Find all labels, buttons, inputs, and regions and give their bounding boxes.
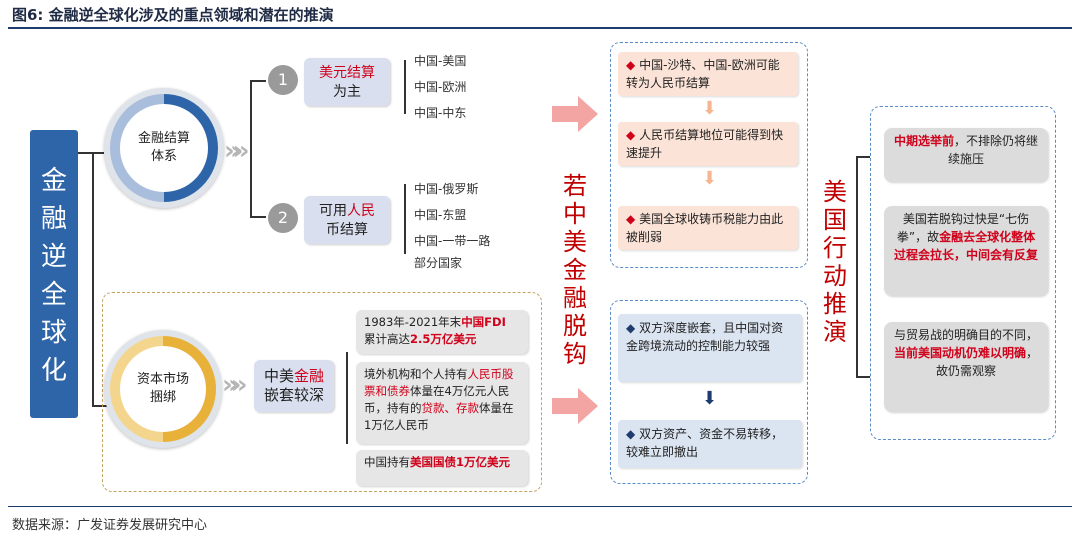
foreign-holdings-box: 境外机构和个人持有人民币股票和债券体量在4万亿元人民币，持有的贷款、存款体量在1… [356,362,528,444]
number-badge-1: 1 [268,65,298,95]
capital-circle-text: 资本市场捆绑 [136,372,189,405]
source-note: 数据来源：广发证券发展研究中心 [12,518,208,533]
settlement-bracket-top [250,80,266,82]
settlement-bracket [250,80,252,218]
middle-title: 若中美金融脱钩 [562,172,590,368]
main-label: 金融逆全球化 [41,166,68,386]
capital-circle-label: 资本市场捆绑 [120,346,206,432]
arrow-right-icon [552,388,598,424]
settlement-circle-text: 金融结算体系 [137,131,190,164]
middle-title-text: 若中美金融脱钩 [563,172,587,368]
diamond-icon: ◆ [626,58,636,72]
right-box-motive-red: 当前美国动机仍难以明确 [893,346,1026,360]
number-badge-2: 2 [268,203,298,233]
foreign-holdings-c: 体量在4万亿元人民币，持有的 [364,384,510,415]
fdi-text-b: 中国FDI [461,315,506,329]
capital-sub-bracket [346,352,348,444]
top-rule [8,27,1072,29]
middle-lower-text-1: 双方资产、资金不易转移，较难立即撤出 [626,427,784,459]
middle-upper-text-1: 人民币结算地位可能得到快速提升 [626,128,784,160]
settlement-bracket-bottom [250,216,266,218]
middle-upper-region [610,42,808,268]
foreign-holdings-d: 贷款、存款 [421,401,480,415]
arrow-down-icon: ⬇ [702,168,718,189]
settlement-item-rmb: 可用人民 币结算 [304,196,390,244]
right-bracket-bottom [856,376,870,378]
usd-sub-bracket [404,60,406,114]
diamond-icon: ◆ [626,128,636,142]
middle-upper-box-1: ◆ 人民币结算地位可能得到快速提升 [618,122,798,166]
usd-sub-1: 中国-欧洲 [414,80,467,94]
main-bracket-vertical [92,152,94,406]
arrow-down-icon: ⬇ [702,98,718,119]
arrow-down-icon: ⬇ [702,388,718,409]
rmb-sub-1: 中国-东盟 [414,208,467,222]
right-box-midterm: 中期选举前，不排除仍将继续施压 [884,128,1048,182]
middle-upper-text-2: 美国全球收铸币税能力由此被削弱 [626,212,784,244]
right-region [870,106,1056,440]
chevron-icon: »» [224,136,249,166]
settlement-item-usd: 美元结算 为主 [304,58,390,106]
settlement-item-usd-post: 为主 [333,84,361,100]
diamond-icon: ◆ [626,321,636,335]
rmb-sub-0: 中国-俄罗斯 [414,182,479,196]
fdi-text-c: 累计高达 [364,332,410,346]
settlement-item-rmb-pre: 可用 [319,203,347,219]
main-bracket-top [78,152,104,154]
middle-upper-box-2: ◆ 美国全球收铸币税能力由此被削弱 [618,206,798,250]
settlement-circle-label: 金融结算体系 [120,104,208,192]
capital-market-region [102,292,542,492]
settlement-item-usd-red: 美元结算 [319,65,375,81]
middle-upper-box-0: ◆ 中国-沙特、中国-欧洲可能转为人民币结算 [618,52,798,96]
fdi-text-a: 1983年-2021年末 [364,315,462,329]
main-label-bar: 金融逆全球化 [30,130,78,418]
treasury-box: 中国持有美国国债1万亿美元 [356,450,528,486]
settlement-item-rmb-red: 人民 [347,203,375,219]
right-box-midterm-red: 中期选举前 [893,134,954,148]
capital-nesting-pill: 中美金融 嵌套较深 [254,360,334,412]
right-title-text: 美国行动推演 [823,178,847,346]
middle-upper-text-0: 中国-沙特、中国-欧洲可能转为人民币结算 [626,58,780,90]
middle-lower-box-0: ◆ 双方深度嵌套，且中国对资金跨境流动的控制能力较强 [618,314,802,382]
capital-pill-pre: 中美 [263,367,294,385]
middle-lower-text-0: 双方深度嵌套，且中国对资金跨境流动的控制能力较强 [626,321,784,353]
diamond-icon: ◆ [626,427,636,441]
capital-pill-post: 嵌套较深 [263,386,324,404]
arrow-right-icon [552,96,598,132]
foreign-holdings-e: 体量在1万亿人民币 [364,401,514,432]
right-box-motive-post: ，故仍需观察 [935,346,1039,378]
treasury-a: 中国持有 [364,455,410,469]
right-box-motive: 与贸易战的明确目的不同， 当前美国动机仍难以明确，故仍需观察 [884,322,1048,412]
usd-sub-0: 中国-美国 [414,54,467,68]
foreign-holdings-a: 境外机构和个人持有 [364,367,468,381]
diamond-icon: ◆ [626,212,636,226]
figure-title: 图6: 金融逆全球化涉及的重点领域和潜在的推演 [12,6,334,24]
fdi-text-d: 2.5万亿美元 [410,332,477,346]
right-box-seven-red: 金融去全球化整体过程会拉长，中间会有反复 [893,230,1038,262]
chevron-icon: »» [222,370,247,400]
treasury-b: 美国国债1万亿美元 [410,455,511,469]
right-box-seven-injuries: 美国若脱钩过快是“七伤拳”，故金融去全球化整体过程会拉长，中间会有反复 [884,206,1048,296]
right-title: 美国行动推演 [822,178,850,346]
capital-pill-red: 金融 [294,367,325,385]
rmb-sub-2: 中国-一带一路 [414,234,491,248]
foreign-holdings-b: 人民币股票和债券 [364,367,514,398]
fdi-box: 1983年-2021年末中国FDI 累计高达2.5万亿美元 [356,310,528,354]
right-box-midterm-rest: ，不排除仍将继续施压 [947,134,1039,166]
right-bracket [856,156,858,378]
middle-lower-box-1: ◆ 双方资产、资金不易转移，较难立即撤出 [618,420,802,468]
usd-sub-2: 中国-中东 [414,106,467,120]
settlement-item-rmb-post: 币结算 [326,222,368,238]
rmb-sub-3: 部分国家 [414,256,463,270]
right-box-seven-pre: 美国若脱钩过快是“七伤拳”，故 [896,212,1030,244]
bottom-rule [8,506,1072,507]
middle-lower-region [610,300,808,484]
right-box-motive-pre: 与贸易战的明确目的不同， [893,328,1038,342]
rmb-sub-bracket [404,184,406,254]
right-bracket-top [856,156,870,158]
